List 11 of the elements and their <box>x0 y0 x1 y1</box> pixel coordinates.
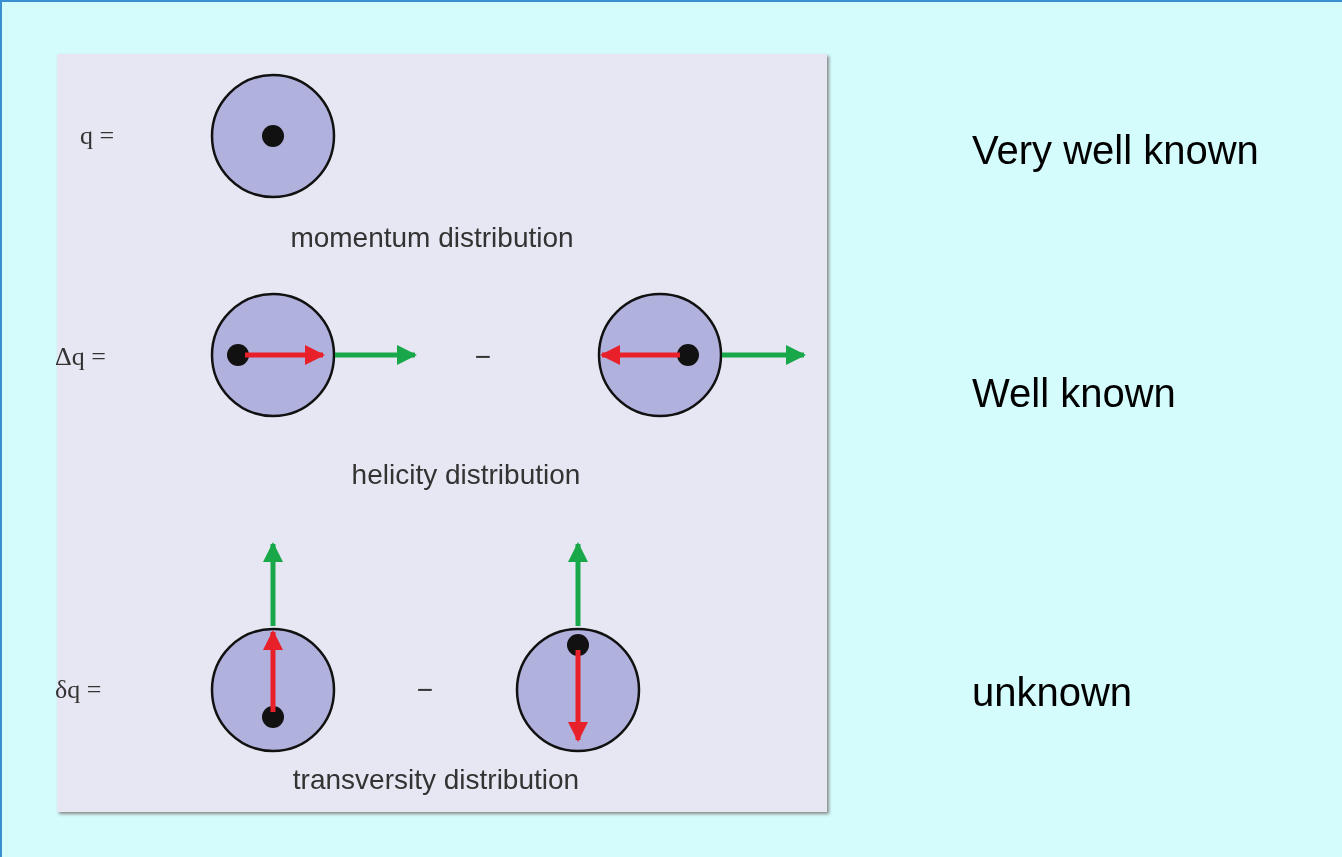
status-label: Very well known <box>972 127 1259 173</box>
status-label: Well known <box>972 370 1176 416</box>
formula-label: q = <box>80 121 115 151</box>
minus-sign: − <box>416 674 434 706</box>
status-label: unknown <box>972 669 1133 715</box>
caption: helicity distribution <box>351 459 581 491</box>
formula-label: δq = <box>55 675 102 705</box>
formula-label: Δq = <box>55 342 106 372</box>
caption: transversity distribution <box>292 764 580 796</box>
caption: momentum distribution <box>290 222 574 254</box>
minus-sign: − <box>474 341 492 373</box>
